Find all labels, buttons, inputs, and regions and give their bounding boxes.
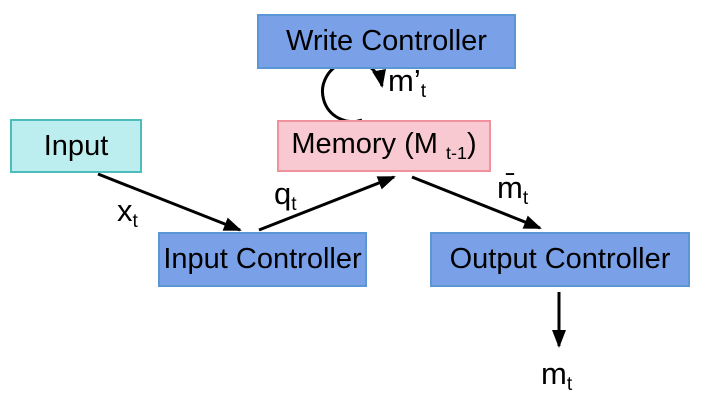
edge-label-mbar-t: m̄t	[497, 170, 529, 210]
input-controller-label: Input Controller	[163, 243, 362, 275]
output-controller-node: Output Controller	[430, 232, 690, 287]
write-controller-label: Write Controller	[286, 25, 487, 57]
arrow-x-input-to-inputcontroller	[97, 172, 242, 232]
memory-label: Memory (M t-1)	[291, 128, 477, 163]
input-node: Input	[10, 119, 142, 173]
input-controller-node: Input Controller	[158, 232, 367, 287]
edge-label-m-t: mt	[541, 356, 573, 396]
memory-label-subscript: t-1	[446, 142, 467, 163]
output-controller-label: Output Controller	[449, 243, 671, 275]
edge-label-mprime-t: m’t	[388, 63, 427, 103]
arrow-mprime-write-loop	[321, 60, 386, 124]
edge-label-q-t: qt	[274, 176, 297, 216]
arrow-mbar-memory-to-outputcontroller	[411, 175, 542, 230]
edge-label-x-t: xt	[117, 193, 138, 233]
input-label: Input	[43, 129, 109, 162]
arrow-q-inputcontroller-to-memory	[258, 175, 396, 232]
memory-node: Memory (M t-1)	[277, 120, 491, 172]
write-controller-node: Write Controller	[257, 14, 516, 69]
